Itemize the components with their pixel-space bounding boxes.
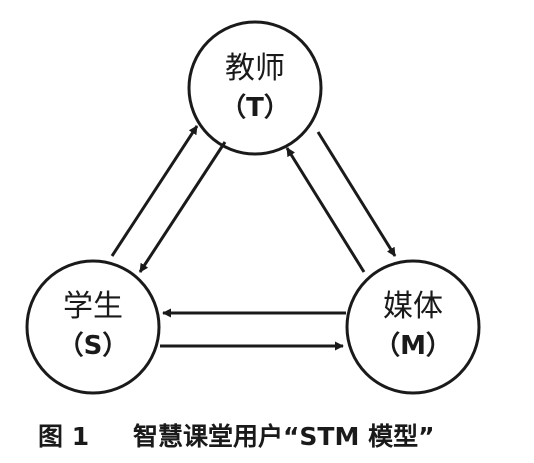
- figure-caption: 图 1 智慧课堂用户“STM 模型”: [38, 422, 435, 451]
- node-teacher-circle: [187, 20, 323, 156]
- node-student-code: （S）: [58, 331, 129, 361]
- arrow-media-to-teacher: [285, 147, 366, 273]
- node-media: 媒体 （M）: [345, 259, 481, 395]
- node-teacher-label: 教师: [225, 51, 285, 86]
- arrow-teacher-to-student: [138, 141, 227, 273]
- node-student: 学生 （S）: [25, 259, 161, 395]
- node-media-circle: [345, 259, 481, 395]
- arrow-student-to-teacher: [110, 125, 199, 257]
- node-media-code: （M）: [374, 331, 452, 361]
- figure-title: 智慧课堂用户“STM 模型”: [133, 422, 435, 451]
- node-media-label: 媒体: [383, 289, 443, 324]
- node-student-circle: [25, 259, 161, 395]
- arrow-teacher-to-media: [316, 131, 397, 257]
- figure-number: 图 1: [38, 422, 89, 451]
- node-teacher: 教师 （T）: [187, 20, 323, 156]
- node-student-label: 学生: [63, 289, 123, 324]
- node-teacher-code: （T）: [220, 93, 290, 123]
